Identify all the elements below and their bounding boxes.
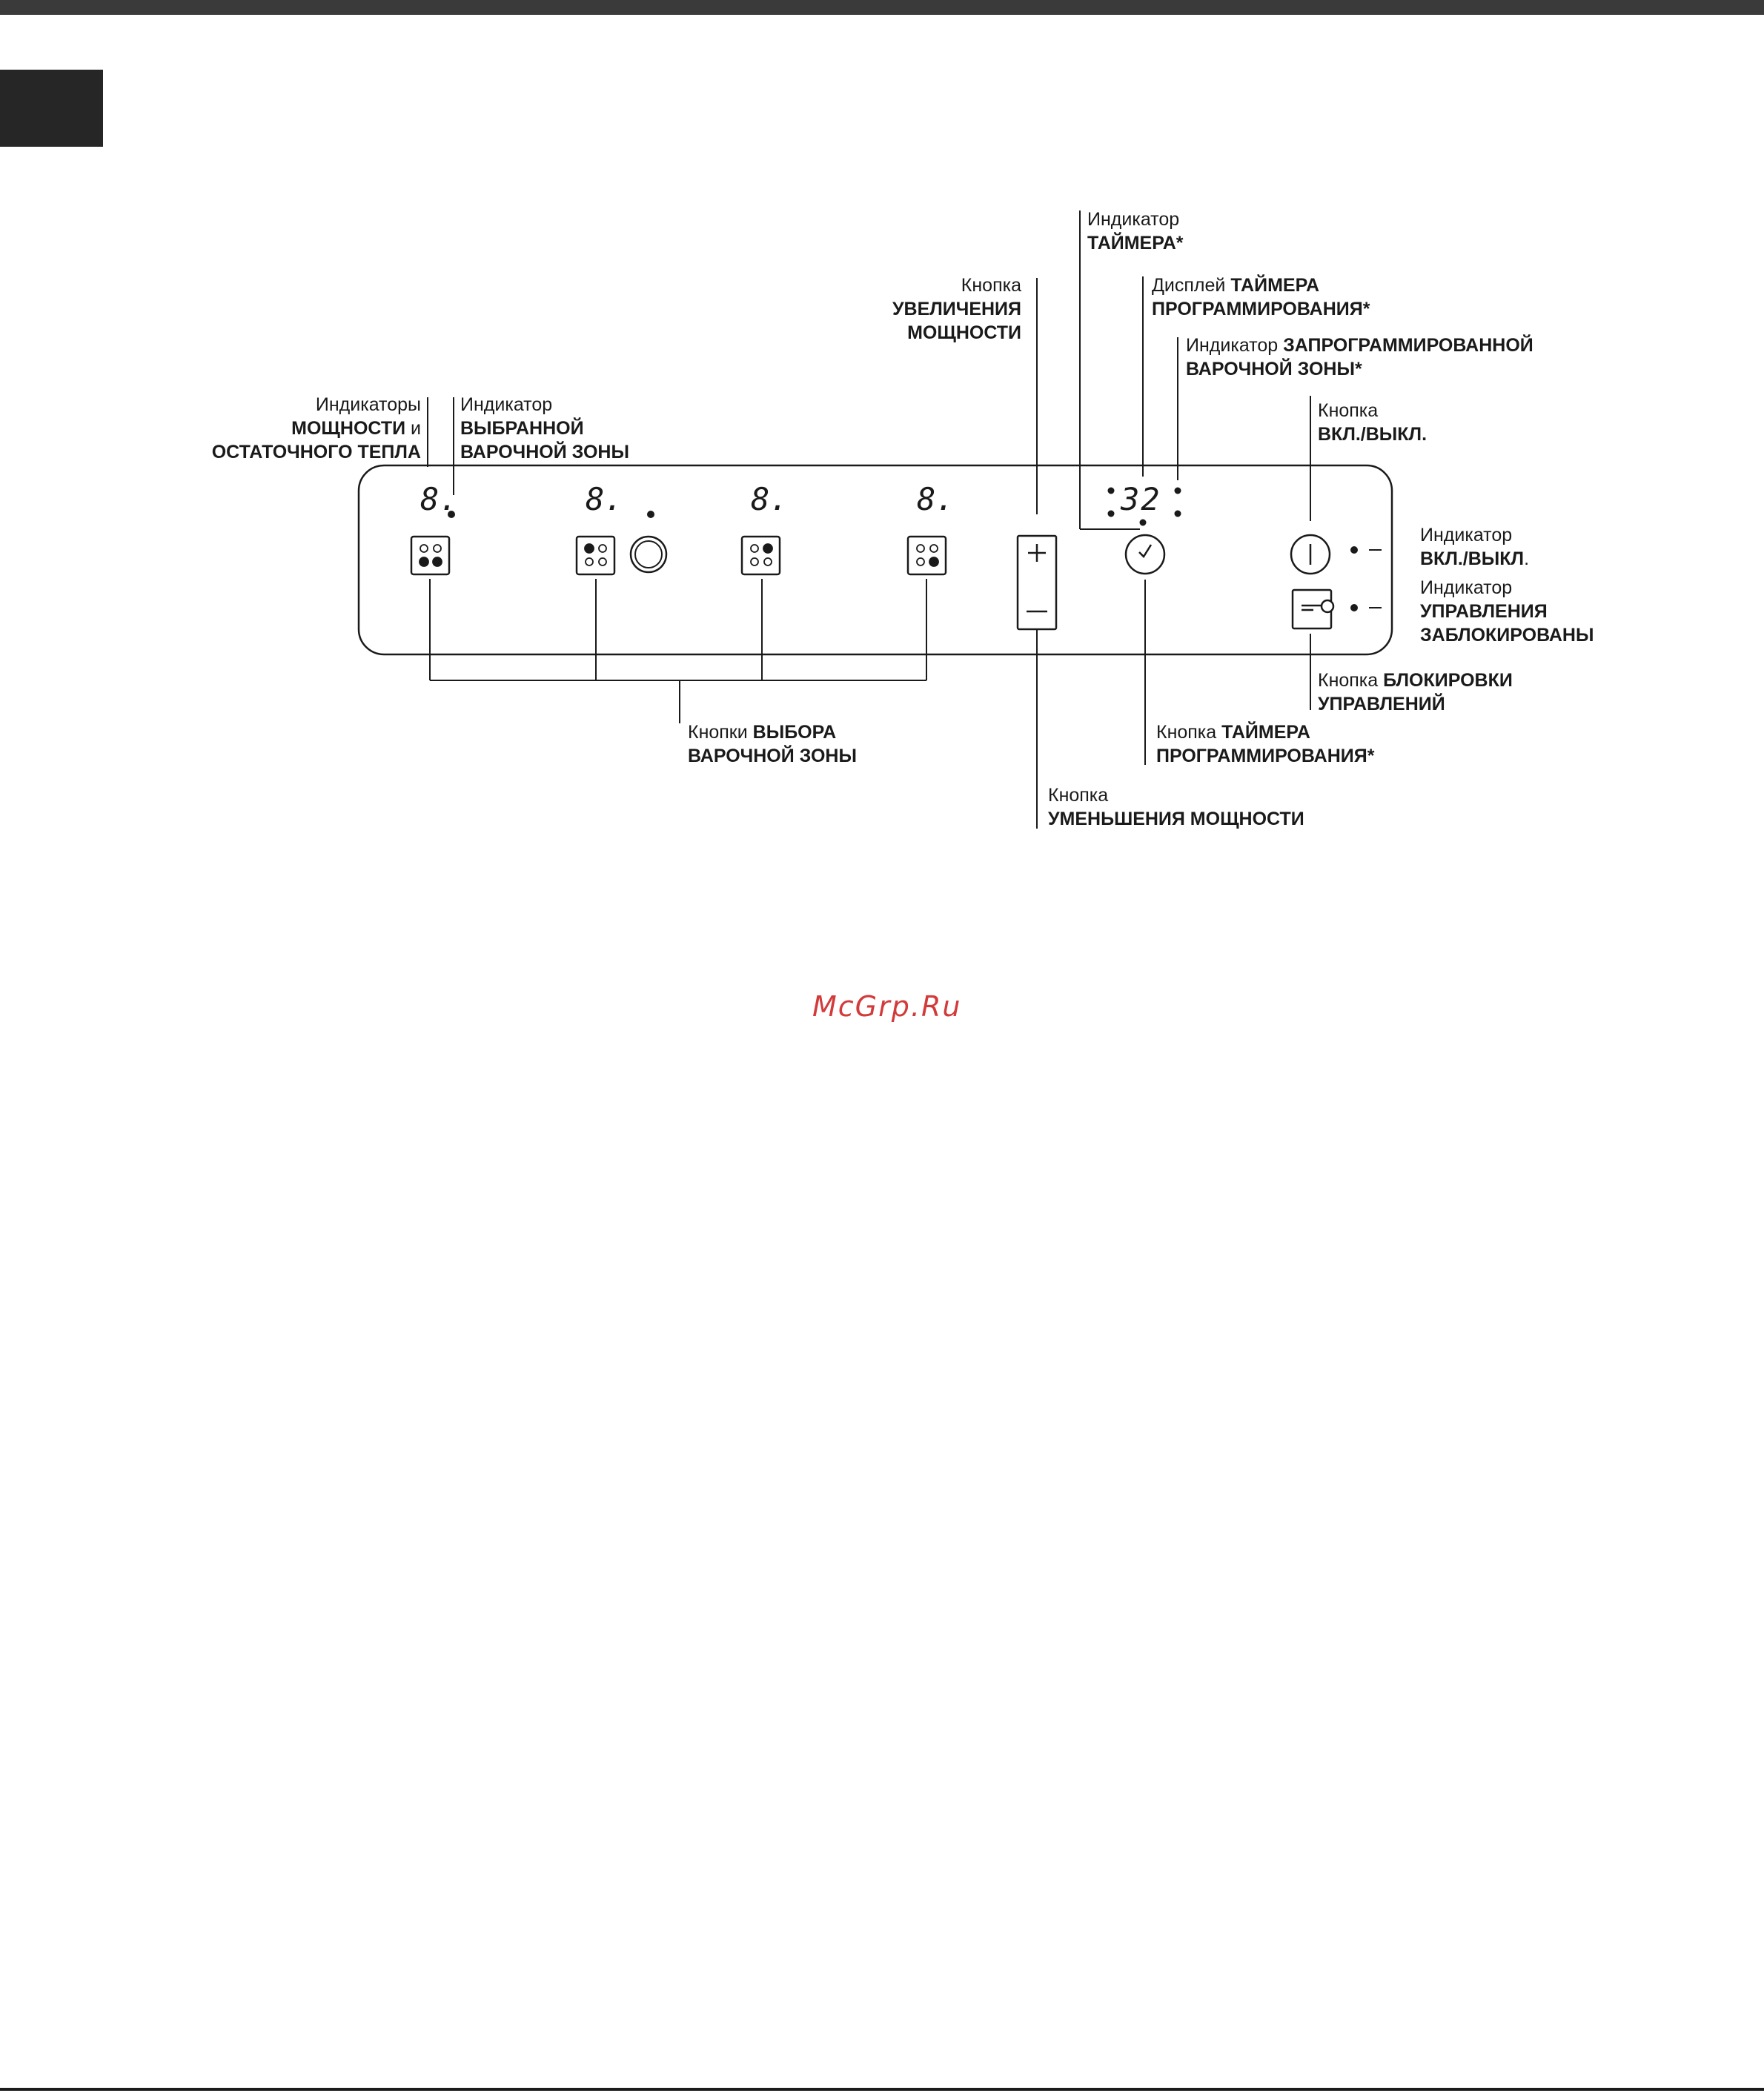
label-onoff-button: Кнопка ВКЛ./ВЫКЛ. xyxy=(1318,400,1428,445)
label-decrease-button: Кнопка УМЕНЬШЕНИЯ МОЩНОСТИ xyxy=(1048,785,1304,829)
zone-select-button-2 xyxy=(575,535,616,576)
label-timer-button: Кнопка ТАЙМЕРА ПРОГРАММИРОВАНИЯ* xyxy=(1156,722,1375,766)
zone-select-button-4 xyxy=(906,535,947,576)
label-programmed-zone-indicator: Индикатор ЗАПРОГРАММИРОВАННОЙ ВАРОЧНОЙ З… xyxy=(1186,335,1533,379)
label-timer-indicator: Индикатор ТАЙМЕРА* xyxy=(1087,209,1184,253)
bottom-rule xyxy=(0,2088,1764,2091)
control-panel-outline xyxy=(357,464,1393,656)
power-plus-minus-slider xyxy=(1016,534,1058,631)
zone-power-display-4: 8. xyxy=(917,481,955,517)
zone-select-button-1 xyxy=(410,535,451,576)
timer-clock-icon xyxy=(1124,534,1166,575)
label-selected-zone-indicator: Индикатор ВЫБРАННОЙ ВАРОЧНОЙ ЗОНЫ xyxy=(460,394,629,462)
label-onoff-indicator: Индикатор ВКЛ./ВЫКЛ. xyxy=(1420,525,1530,569)
label-lock-indicator: Индикатор УПРАВЛЕНИЯ ЗАБЛОКИРОВАНЫ xyxy=(1420,577,1594,646)
lock-key-icon xyxy=(1291,588,1335,630)
label-lock-button: Кнопка БЛОКИРОВКИ УПРАВЛЕНИЙ xyxy=(1318,670,1513,714)
zone-select-button-3 xyxy=(740,535,781,576)
power-icon xyxy=(1290,534,1331,575)
label-timer-display: Дисплей ТАЙМЕРА ПРОГРАММИРОВАНИЯ* xyxy=(1152,275,1370,319)
extra-zone-ring-icon xyxy=(629,535,668,574)
label-power-indicators: Индикаторы МОЩНОСТИ и ОСТАТОЧНОГО ТЕПЛА xyxy=(211,394,421,462)
side-tab xyxy=(0,70,103,147)
top-bar xyxy=(0,0,1764,15)
label-increase-button: Кнопка УВЕЛИЧЕНИЯ МОЩНОСТИ xyxy=(892,275,1021,343)
zone-power-display-2: 8. xyxy=(586,481,623,517)
timer-display: 32 xyxy=(1121,481,1161,517)
zone-power-display-1: 8. xyxy=(420,481,458,517)
watermark: McGrp.Ru xyxy=(812,990,962,1023)
zone-power-display-3: 8. xyxy=(751,481,789,517)
label-zone-select-buttons: Кнопки ВЫБОРА ВАРОЧНОЙ ЗОНЫ xyxy=(688,722,857,766)
